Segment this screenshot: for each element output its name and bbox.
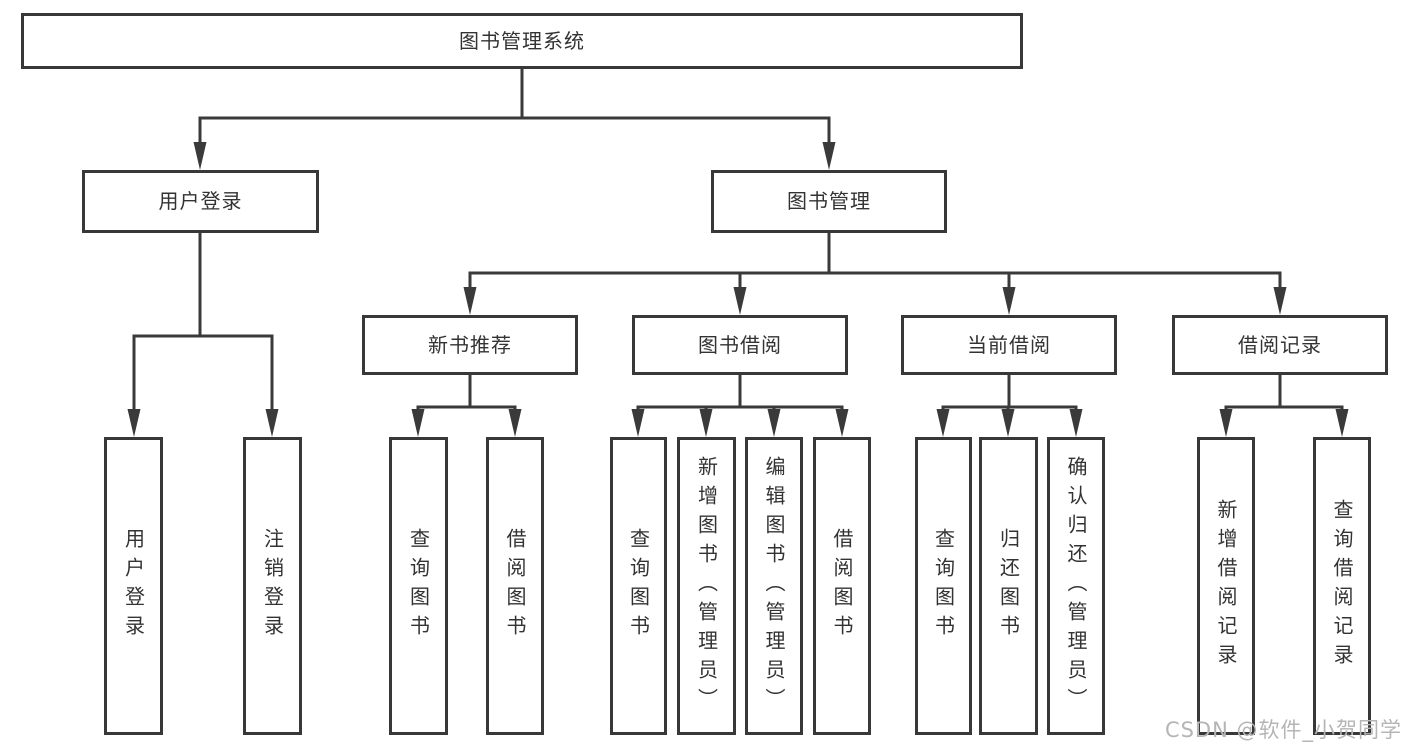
edge-group4-bracket bbox=[1224, 405, 1344, 412]
node-query-borrow-record: 查询借阅记录 bbox=[1313, 437, 1371, 735]
node-confirm-return-admin: 确认归还（管理员） bbox=[1047, 437, 1105, 735]
node-query-books-3: 查询图书 bbox=[915, 437, 972, 735]
arrowhead-g1-query bbox=[411, 409, 425, 437]
node-add-book-admin: 新增图书（管理员） bbox=[677, 437, 736, 735]
arrowhead-new-book-recommend bbox=[463, 287, 477, 315]
arrowhead-logout bbox=[265, 409, 279, 437]
arrowhead-book-management bbox=[822, 142, 836, 170]
edge-root-bracket bbox=[198, 116, 831, 150]
node-current-borrow: 当前借阅 bbox=[901, 315, 1117, 375]
node-logout: 注销登录 bbox=[243, 437, 302, 735]
node-borrow-records: 借阅记录 bbox=[1172, 315, 1388, 375]
edge-user-login-bracket bbox=[132, 334, 274, 412]
node-query-books-1: 查询图书 bbox=[389, 437, 448, 735]
arrowhead-g2-edit bbox=[767, 409, 781, 437]
edge-group1-bracket bbox=[416, 405, 517, 412]
node-book-borrow: 图书借阅 bbox=[632, 315, 848, 375]
arrowhead-g3-confirm bbox=[1069, 409, 1083, 437]
arrowhead-g2-add bbox=[699, 409, 713, 437]
arrowhead-current-borrow bbox=[1002, 287, 1016, 315]
arrowhead-g4-query bbox=[1335, 409, 1349, 437]
node-query-books-2: 查询图书 bbox=[610, 437, 667, 735]
node-borrow-books-2: 借阅图书 bbox=[813, 437, 871, 735]
edge-book-management-bracket bbox=[468, 271, 1282, 290]
arrowhead-g2-query bbox=[631, 409, 645, 437]
arrowhead-book-borrow bbox=[733, 287, 747, 315]
arrowhead-user-login-leaf bbox=[127, 409, 141, 437]
edge-group2-bracket bbox=[636, 405, 844, 412]
node-user-login-leaf: 用户登录 bbox=[104, 437, 163, 735]
arrowhead-g3-return bbox=[1001, 409, 1015, 437]
arrowhead-g3-query bbox=[936, 409, 950, 437]
arrowhead-user-login bbox=[193, 142, 207, 170]
arrowhead-borrow-records bbox=[1273, 287, 1287, 315]
node-return-book: 归还图书 bbox=[979, 437, 1038, 735]
node-user-login: 用户登录 bbox=[82, 170, 319, 233]
node-borrow-books-1: 借阅图书 bbox=[486, 437, 544, 735]
node-edit-book-admin: 编辑图书（管理员） bbox=[745, 437, 803, 735]
arrowhead-g2-borrow bbox=[835, 409, 849, 437]
arrowhead-g1-borrow bbox=[508, 409, 522, 437]
node-root: 图书管理系统 bbox=[21, 13, 1023, 69]
csdn-watermark: CSDN @软件_小贺同学 bbox=[1164, 718, 1402, 742]
node-add-borrow-record: 新增借阅记录 bbox=[1197, 437, 1255, 735]
arrowhead-g4-add bbox=[1219, 409, 1233, 437]
node-new-book-recommend: 新书推荐 bbox=[362, 315, 578, 375]
node-book-management: 图书管理 bbox=[711, 170, 947, 233]
